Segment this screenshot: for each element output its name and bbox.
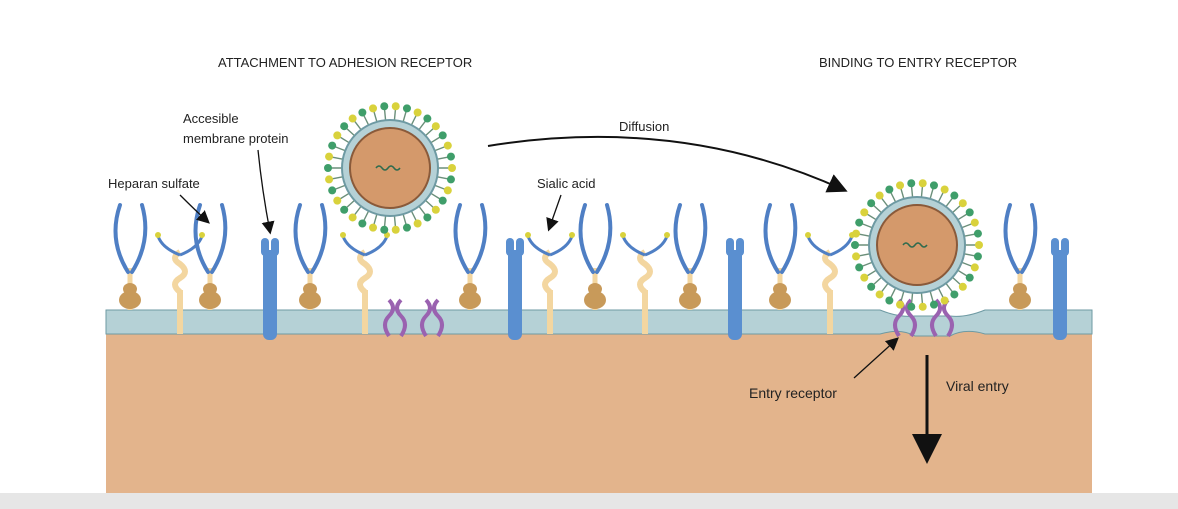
label-heparan-sulfate: Heparan sulfate [108,176,200,191]
arrow-membrane-protein [257,149,275,235]
diffusion-arrow [487,135,848,193]
pointer-arrows [179,149,899,379]
label-diffusion: Diffusion [619,119,669,134]
entry-receptor [420,298,444,338]
membrane-protein [1051,238,1069,340]
virus-adhesion [324,102,456,234]
virus-entry [851,179,983,311]
label-membrane-protein-1: Accesible [183,111,239,126]
membrane-protein [506,238,524,340]
arrow-heparan-sulfate [179,194,210,224]
heparan-sulfate [453,203,488,310]
heparan-sulfate [293,203,328,310]
membrane-protein [261,238,279,340]
heparan-sulfate [113,203,148,310]
heparan-sulfate [578,203,613,310]
label-entry-receptor: Entry receptor [749,385,837,401]
arrow-entry-receptor [853,337,899,379]
sialic-acid-glycan [620,232,670,334]
heparan-sulfate [673,203,708,310]
footer-bar [0,493,1178,509]
membrane-protein [726,238,744,340]
sialic-acid-glycan [525,232,575,334]
sialic-acid-glycan [340,232,390,334]
entry-receptor [383,298,407,338]
label-viral-entry: Viral entry [946,378,1009,394]
virus-particles [324,102,983,311]
heparan-sulfate [193,203,228,310]
entry-receptor [930,298,954,338]
heading-attachment: ATTACHMENT TO ADHESION RECEPTOR [218,55,472,70]
cell-membrane [105,309,1093,337]
cytoplasm [106,330,1092,495]
arrow-sialic-acid [546,194,562,232]
sialic-acid-glycan [805,232,855,334]
label-sialic-acid: Sialic acid [537,176,596,191]
heparan-sulfate [763,203,798,310]
heading-binding: BINDING TO ENTRY RECEPTOR [819,55,1017,70]
surface-molecules [113,203,1069,340]
sialic-acid-glycan [155,232,205,334]
label-membrane-protein-2: membrane protein [183,131,289,146]
heparan-sulfate [1003,203,1038,310]
